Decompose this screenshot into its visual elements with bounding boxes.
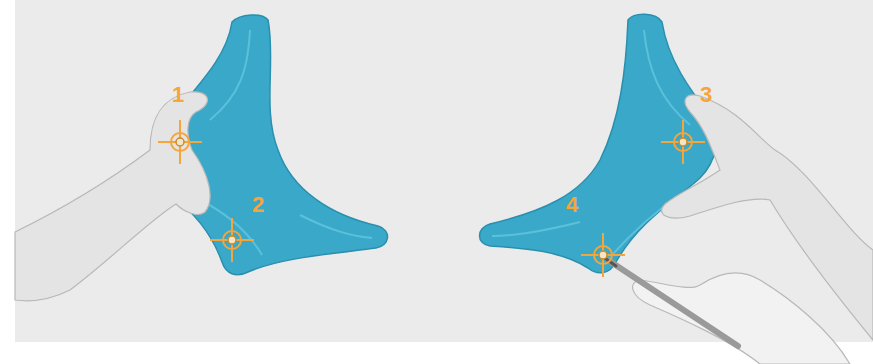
hole — [679, 138, 687, 146]
callout-number: 2 — [252, 194, 264, 216]
piece-ridge — [200, 30, 372, 255]
crosshairs — [158, 120, 705, 277]
crosshair-ring — [171, 133, 189, 151]
callout-number: 4 — [566, 194, 578, 216]
hand-pen — [633, 273, 850, 364]
hole — [176, 138, 184, 146]
hand-left — [15, 92, 210, 301]
pen — [608, 260, 738, 346]
hole — [599, 251, 607, 259]
callout-number: 3 — [700, 84, 712, 106]
template-piece-left — [154, 15, 388, 275]
template-piece-right — [480, 14, 717, 273]
crosshair-ring — [594, 246, 612, 264]
callout-number: 1 — [172, 84, 184, 106]
crosshair-ring — [674, 133, 692, 151]
hole — [228, 236, 236, 244]
crosshair-ring — [223, 231, 241, 249]
piece-ridge — [492, 30, 690, 255]
